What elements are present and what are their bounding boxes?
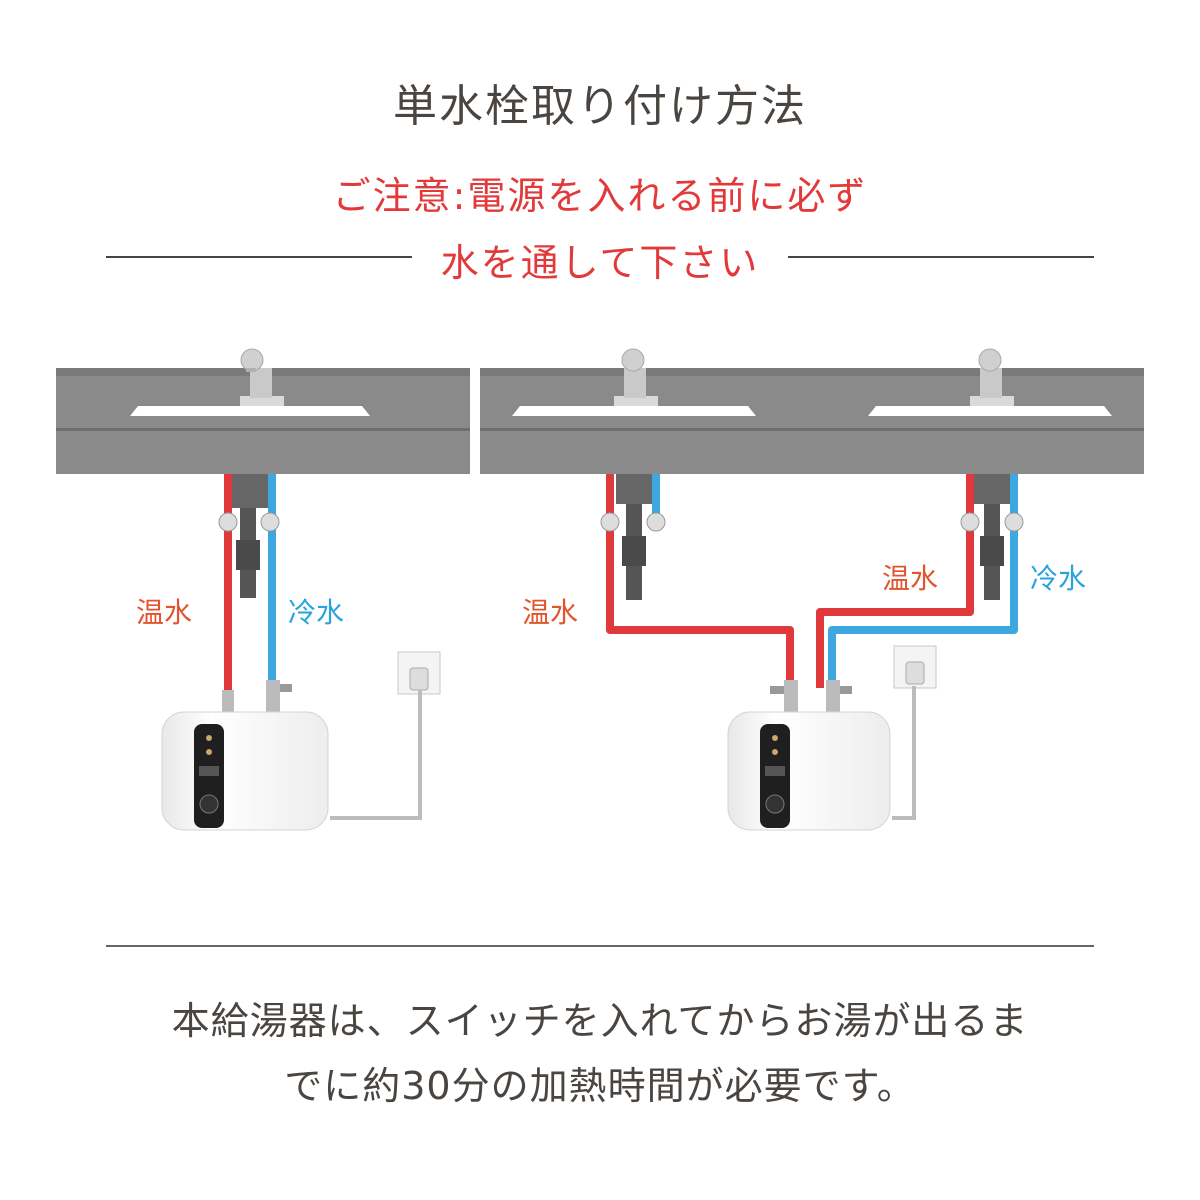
cold-water-label: 冷水 [1030,562,1086,595]
hot-water-label: 温水 [522,596,578,629]
page-title: 単水栓取り付け方法 [393,81,807,132]
cold-pipe-right [828,474,1018,688]
valve-icon [646,512,666,532]
power-cord-left [330,690,422,820]
valve-icon [260,512,280,532]
faucet-icon [240,348,284,406]
valve-icon [218,512,238,532]
warning-line-2: 水を通して下さい [440,241,760,285]
cold-water-label: 冷水 [288,596,344,629]
hot-pipe-right-2 [816,524,974,688]
faucet-icon [970,348,1014,406]
left-installation: 温水 冷水 [56,348,470,831]
counter-right [480,368,1144,474]
valve-icon [1004,512,1024,532]
sink-basin-left [130,406,370,416]
divider-left [106,256,412,258]
sink-basin-1 [512,406,756,416]
valve-icon [960,512,980,532]
note-line-2: でに約30分の加熱時間が必要です。 [284,1064,916,1108]
valve-icon [600,512,620,532]
hot-water-label: 温水 [136,596,192,629]
hot-water-label: 温水 [882,562,938,595]
faucet-icon [614,348,658,406]
hot-pipe-right [606,474,794,688]
divider-bottom [106,945,1094,947]
power-cord-right [892,686,916,820]
right-installation: 温水 温水 冷水 [480,348,1144,831]
water-heater-right [727,711,891,831]
note-line-1: 本給湯器は、スイッチを入れてからお湯が出るま [171,999,1029,1043]
divider-right [788,256,1094,258]
warning-line-1: ご注意:電源を入れる前に必ず [332,174,868,218]
water-heater-left [161,711,329,831]
sink-basin-2 [868,406,1112,416]
